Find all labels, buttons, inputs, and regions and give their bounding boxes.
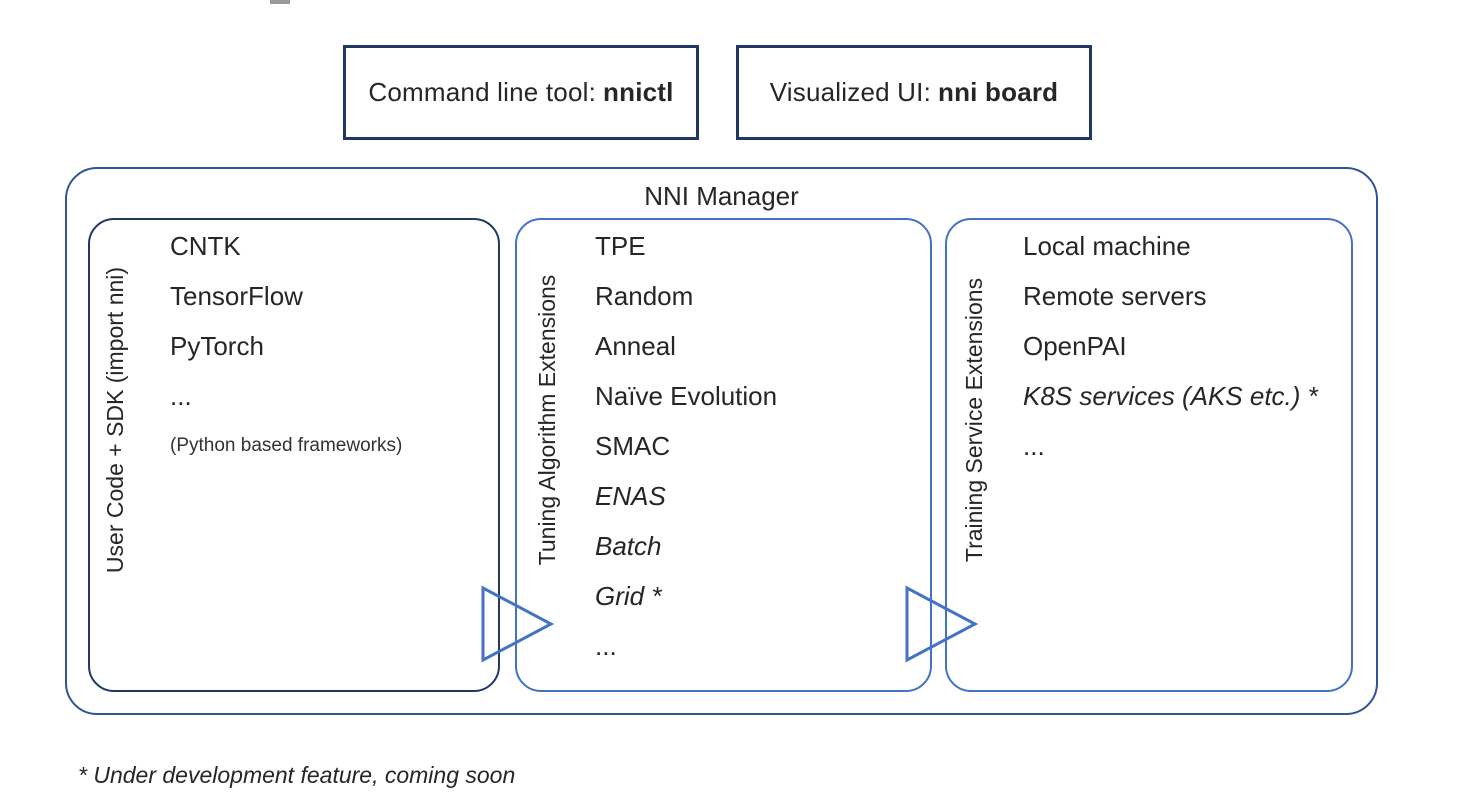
command-line-tool-box: Command line tool:nnictl xyxy=(343,45,699,140)
footnote: * Under development feature, coming soon xyxy=(78,762,516,788)
list-item-local-machine: Local machine xyxy=(1023,231,1191,261)
flow-arrow-icon xyxy=(905,585,979,663)
nni-manager-container xyxy=(65,167,1378,715)
user-code-sdk-box xyxy=(88,218,500,692)
list-item-ellipsis: ... xyxy=(595,631,617,661)
list-item-tensorflow: TensorFlow xyxy=(170,281,303,311)
nnictl-label: nnictl xyxy=(603,77,674,107)
tuning-algorithm-extensions-box xyxy=(515,218,932,692)
crop-artifact xyxy=(270,0,290,4)
training-service-item-list: Local machine Remote servers OpenPAI K8S… xyxy=(1023,221,1318,471)
tuning-algorithm-item-list: TPE Random Anneal Naïve Evolution SMAC E… xyxy=(595,221,777,671)
user-code-sdk-side-label: User Code + SDK (import nni) xyxy=(102,266,128,574)
list-item-enas: ENAS xyxy=(595,481,666,511)
command-line-tool-label: Command line tool: xyxy=(368,77,597,107)
list-item-ellipsis: ... xyxy=(1023,431,1045,461)
list-item-smac: SMAC xyxy=(595,431,671,461)
visualized-ui-label: Visualized UI: xyxy=(769,77,932,107)
list-item-grid: Grid * xyxy=(595,581,662,611)
list-item-random: Random xyxy=(595,281,694,311)
training-service-extensions-box xyxy=(945,218,1353,692)
visualized-ui-box: Visualized UI:nni board xyxy=(736,45,1092,140)
list-item-python-frameworks-note: (Python based frameworks) xyxy=(170,435,403,456)
list-item-openpai: OpenPAI xyxy=(1023,331,1127,361)
list-item-naive-evolution: Naïve Evolution xyxy=(595,381,778,411)
list-item-pytorch: PyTorch xyxy=(170,331,264,361)
nni-manager-title: NNI Manager xyxy=(644,181,799,211)
list-item-batch: Batch xyxy=(595,531,662,561)
list-item-cntk: CNTK xyxy=(170,231,241,261)
list-item-k8s-services: K8S services (AKS etc.) * xyxy=(1023,381,1318,411)
list-item-ellipsis: ... xyxy=(170,381,192,411)
user-code-item-list: CNTK TensorFlow PyTorch ... (Python base… xyxy=(170,221,402,471)
list-item-tpe: TPE xyxy=(595,231,646,261)
nni-board-label: nni board xyxy=(938,77,1059,107)
list-item-anneal: Anneal xyxy=(595,331,676,361)
list-item-remote-servers: Remote servers xyxy=(1023,281,1207,311)
flow-arrow-icon xyxy=(481,585,555,663)
